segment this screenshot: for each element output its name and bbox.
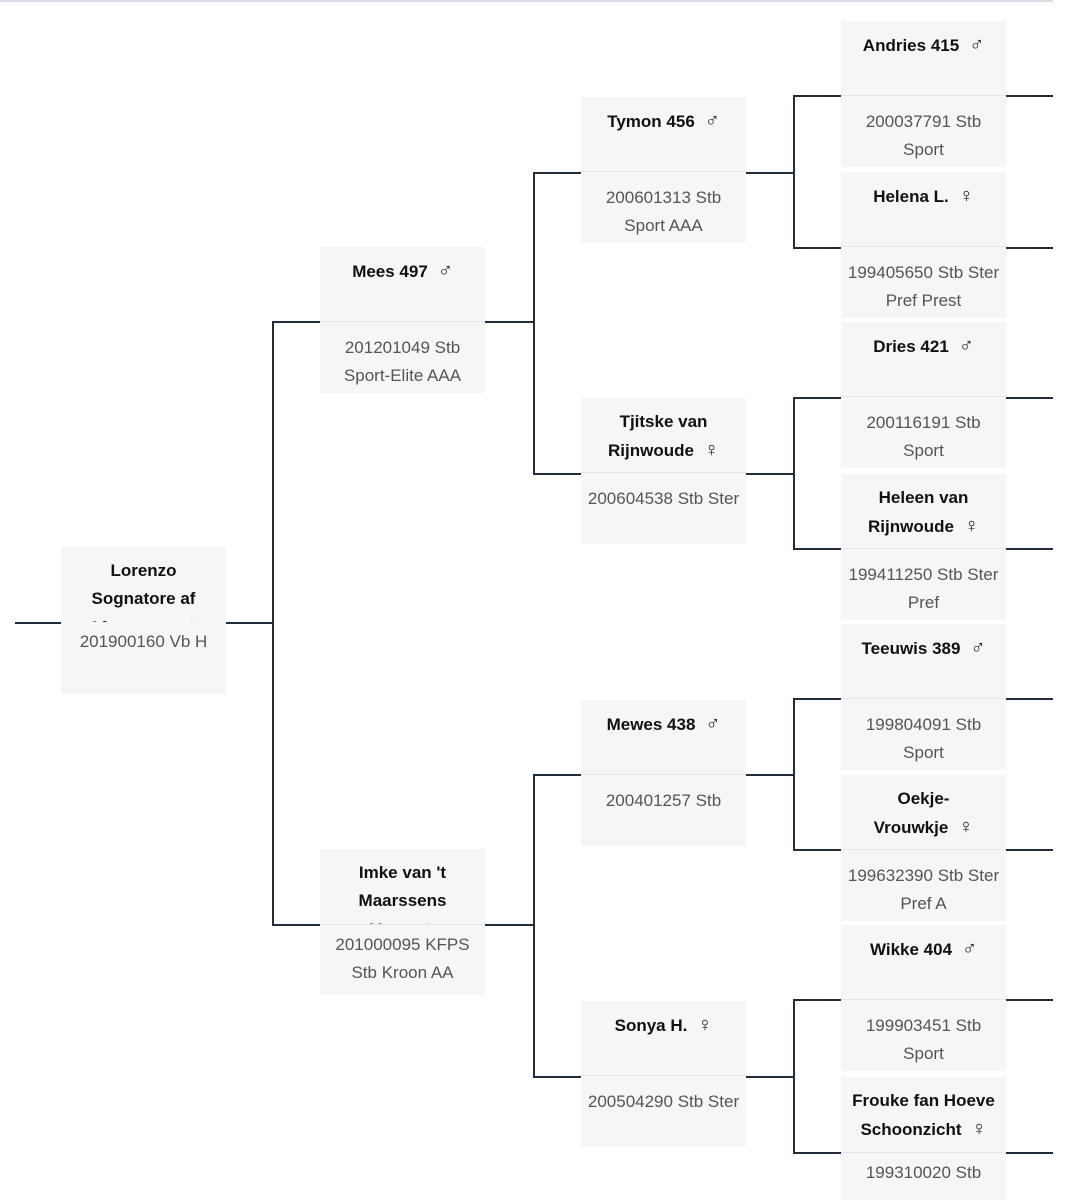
horse-name-text[interactable]: Lorenzo Sognatore af Aftenmore — [88, 561, 196, 622]
connector-dd-out — [745, 1076, 794, 1078]
horse-registration: 200401257 Stb — [581, 774, 746, 825]
connector-ss — [533, 172, 583, 174]
horse-registration: 200116191 Stb Sport — [841, 396, 1006, 475]
connector-ds-out — [745, 774, 794, 776]
horse-name-text[interactable]: Oekje-Vrouwkje — [873, 789, 950, 837]
connector-sire-vertical — [533, 172, 535, 474]
female-icon: ♀ — [971, 1118, 987, 1140]
horse-card-dd[interactable]: Sonya H. ♀ 200504290 Stb Ster — [581, 1001, 746, 1147]
horse-card-ds[interactable]: Mewes 438 ♂ 200401257 Stb — [581, 700, 746, 846]
horse-registration: 200504290 Stb Ster — [581, 1075, 746, 1126]
horse-name-text[interactable]: Dries 421 — [873, 337, 949, 356]
horse-card-dds[interactable]: Wikke 404♂ 199903451 Stb Sport — [841, 925, 1006, 1071]
horse-name-text[interactable]: Tymon 456 — [607, 112, 695, 131]
horse-name[interactable]: Tymon 456 ♂ — [581, 97, 746, 171]
horse-card-subject[interactable]: Lorenzo Sognatore af Aftenmore♂ 20190016… — [61, 547, 226, 694]
horse-registration: 201000095 KFPS Stb Kroon AA — [320, 924, 485, 997]
horse-registration: 199903451 Stb Sport — [841, 999, 1006, 1078]
horse-name-text[interactable]: Tjitske van Rijnwoude — [608, 412, 708, 460]
horse-card-sd[interactable]: Tjitske van Rijnwoude♀ 200604538 Stb Ste… — [581, 398, 746, 544]
horse-name-text[interactable]: Heleen van Rijnwoude — [868, 488, 969, 536]
horse-name[interactable]: Mewes 438 ♂ — [581, 700, 746, 774]
male-icon: ♂ — [704, 110, 720, 132]
connector-dam-vertical — [533, 774, 535, 1077]
horse-name-text[interactable]: Wikke 404 — [869, 940, 953, 959]
horse-card-ssd[interactable]: Helena L.♀ 199405650 Stb Ster Pref Prest — [841, 172, 1006, 318]
male-icon: ♂ — [958, 335, 974, 357]
horse-name[interactable]: Andries 415 ♂ — [841, 21, 1006, 95]
horse-name[interactable]: Helena L. ♀ — [841, 172, 1006, 246]
horse-registration: 200601313 Stb Sport AAA — [581, 171, 746, 250]
female-icon: ♀ — [958, 816, 974, 838]
horse-registration: 199632390 Stb Ster Pref A — [841, 849, 1006, 928]
connector-ss-out — [745, 172, 794, 174]
horse-name-text[interactable]: Andries 415 — [862, 36, 960, 55]
horse-name-text[interactable]: Imke van 't Maarssens Veen — [358, 863, 447, 924]
female-icon: ♀ — [963, 515, 979, 537]
connector-dd — [533, 1076, 583, 1078]
horse-name[interactable]: Mees 497 ♂ — [320, 247, 485, 321]
horse-name[interactable]: Oekje-Vrouwkje ♀ — [841, 775, 1006, 849]
connector-dd-vertical — [793, 999, 795, 1153]
horse-card-dsd[interactable]: Oekje-Vrouwkje♀ 199632390 Stb Ster Pref … — [841, 775, 1006, 921]
horse-card-sdd[interactable]: Heleen van Rijnwoude♀ 199411250 Stb Ster… — [841, 474, 1006, 620]
horse-name[interactable]: Heleen van Rijnwoude♀ — [841, 474, 1006, 548]
horse-card-dam[interactable]: Imke van 't Maarssens Veen♀ 201000095 KF… — [320, 849, 485, 995]
horse-name-text[interactable]: Sonya H. — [614, 1016, 688, 1035]
horse-registration: 201900160 Vb H — [79, 632, 208, 651]
connector-ds — [533, 774, 583, 776]
horse-name[interactable]: Sonya H. ♀ — [581, 1001, 746, 1075]
horse-registration: 201201049 Stb Sport-Elite AAA — [320, 321, 485, 400]
horse-name-text[interactable]: Teeuwis 389 — [861, 639, 961, 658]
horse-name[interactable]: Imke van 't Maarssens Veen♀ — [320, 849, 485, 924]
horse-registration: 200037791 Stb Sport — [841, 95, 1006, 174]
female-icon: ♀ — [703, 439, 719, 461]
horse-name[interactable]: Lorenzo Sognatore af Aftenmore♂ — [61, 547, 226, 622]
horse-name-text[interactable]: Frouke fan Hoeve Schoonzicht — [852, 1091, 995, 1139]
connector-gen1-vertical — [272, 321, 274, 925]
horse-registration: 199310020 Stb — [841, 1152, 1006, 1197]
horse-name-text[interactable]: Mewes 438 — [606, 715, 696, 734]
horse-registration: 199411250 Stb Ster Pref — [841, 548, 1006, 627]
female-icon: ♀ — [697, 1014, 713, 1036]
horse-card-sss[interactable]: Andries 415♂ 200037791 Stb Sport — [841, 21, 1006, 167]
male-icon: ♂ — [184, 616, 199, 622]
female-icon: ♀ — [420, 918, 435, 924]
horse-registration: 200604538 Stb Ster — [581, 472, 746, 523]
male-icon: ♂ — [437, 260, 453, 282]
horse-name[interactable]: Dries 421 ♂ — [841, 322, 1006, 396]
horse-name[interactable]: Tjitske van Rijnwoude♀ — [581, 398, 746, 472]
top-divider — [0, 0, 1053, 2]
horse-name-text[interactable]: Helena L. — [873, 187, 949, 206]
connector-ss-vertical — [793, 95, 795, 248]
horse-name-text[interactable]: Mees 497 — [352, 262, 428, 281]
horse-name[interactable]: Wikke 404 ♂ — [841, 925, 1006, 999]
male-icon: ♂ — [705, 713, 721, 735]
horse-registration: 199804091 Stb Sport — [841, 698, 1006, 777]
horse-card-sire[interactable]: Mees 497♂ 201201049 Stb Sport-Elite AAA — [320, 247, 485, 393]
horse-card-sds[interactable]: Dries 421♂ 200116191 Stb Sport — [841, 322, 1006, 468]
male-icon: ♂ — [970, 637, 986, 659]
horse-card-ss[interactable]: Tymon 456♂ 200601313 Stb Sport AAA — [581, 97, 746, 243]
male-icon: ♂ — [969, 34, 985, 56]
horse-card-dss[interactable]: Teeuwis 389♂ 199804091 Stb Sport — [841, 624, 1006, 770]
horse-name[interactable]: Frouke fan Hoeve Schoonzicht♀ — [841, 1077, 1006, 1152]
connector-sd — [533, 473, 583, 475]
connector-ds-vertical — [793, 698, 795, 850]
horse-card-ddd[interactable]: Frouke fan Hoeve Schoonzicht♀ 199310020 … — [841, 1077, 1006, 1200]
female-icon: ♀ — [958, 185, 974, 207]
horse-name[interactable]: Teeuwis 389 ♂ — [841, 624, 1006, 698]
connector-sd-out — [745, 473, 794, 475]
male-icon: ♂ — [962, 938, 978, 960]
horse-registration: 199405650 Stb Ster Pref Prest — [841, 246, 1006, 325]
connector-sd-vertical — [793, 397, 795, 549]
